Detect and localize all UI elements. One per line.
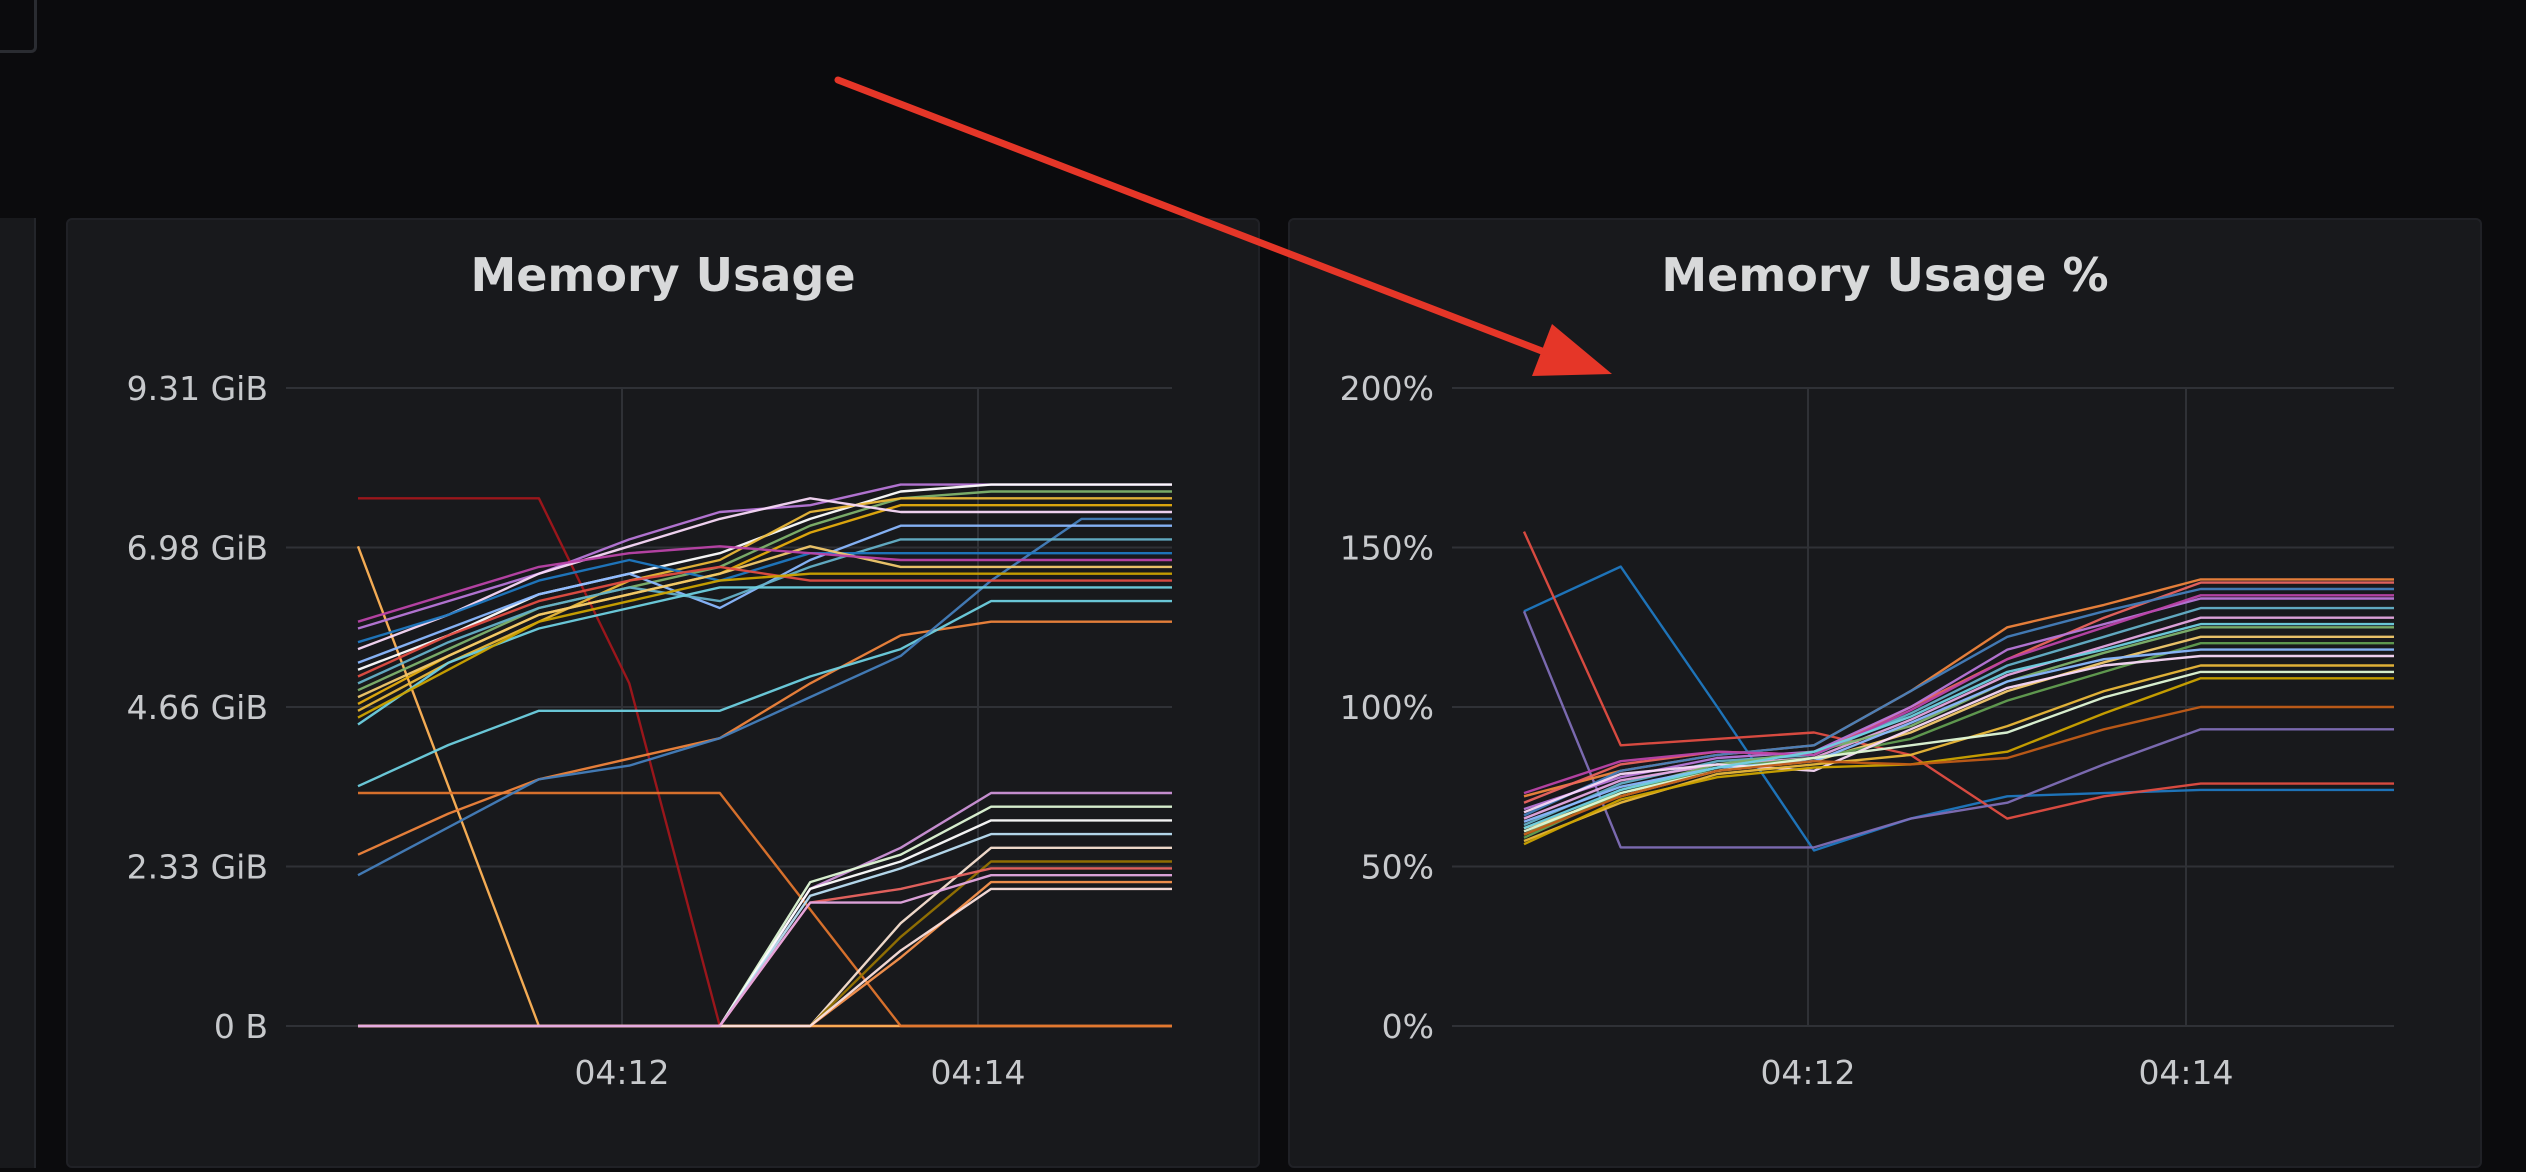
series-line[interactable] bbox=[357, 517, 1172, 877]
series-line[interactable] bbox=[357, 620, 1172, 856]
series-line[interactable] bbox=[1523, 648, 2394, 823]
series-line[interactable] bbox=[1523, 664, 2394, 843]
series-line[interactable] bbox=[1523, 578, 2394, 798]
memory-usage-panel[interactable]: Memory Usage 0 B 2.33 GiB 4.66 GiB 6.98 GiB… bbox=[66, 218, 1260, 1168]
series-line[interactable] bbox=[357, 545, 1172, 623]
x-tick-label: 04:12 bbox=[574, 1053, 669, 1092]
series-line[interactable] bbox=[357, 538, 1172, 685]
y-tick-label: 0% bbox=[1382, 1007, 1434, 1046]
panel-title[interactable]: Memory Usage bbox=[470, 248, 856, 302]
series-line[interactable] bbox=[358, 805, 1172, 1028]
y-tick-label: 200% bbox=[1340, 369, 1434, 408]
series-line[interactable] bbox=[357, 497, 1172, 651]
series-line[interactable] bbox=[1523, 654, 2394, 814]
y-tick-label: 4.66 GiB bbox=[127, 688, 268, 727]
series-line[interactable] bbox=[357, 565, 1172, 678]
series-line[interactable] bbox=[1523, 581, 2394, 804]
memory-usage-percent-panel[interactable]: Memory Usage % 0% 50% 100% 150% 200% 04:12 04:… bbox=[1288, 218, 2482, 1168]
series-line[interactable] bbox=[1523, 587, 2394, 817]
series-line[interactable] bbox=[1523, 597, 2394, 811]
y-tick-label: 150% bbox=[1340, 529, 1434, 568]
series-line[interactable] bbox=[358, 791, 1172, 1028]
y-tick-label: 50% bbox=[1361, 848, 1434, 887]
series-line[interactable] bbox=[1522, 531, 2394, 820]
series-line[interactable] bbox=[1523, 677, 2394, 846]
top-left-panel-edge bbox=[0, 0, 37, 53]
series-line[interactable] bbox=[357, 490, 1172, 692]
series-line[interactable] bbox=[357, 572, 1172, 719]
series-line[interactable] bbox=[358, 791, 1172, 1028]
x-tick-label: 04:14 bbox=[930, 1053, 1025, 1092]
series-line[interactable] bbox=[1523, 642, 2394, 839]
series-line[interactable] bbox=[358, 860, 1172, 1028]
panel-title[interactable]: Memory Usage % bbox=[1661, 248, 2109, 302]
series-line[interactable] bbox=[358, 832, 1172, 1028]
series-line[interactable] bbox=[357, 586, 1172, 726]
series-line[interactable] bbox=[1522, 610, 2394, 849]
series-line[interactable] bbox=[358, 867, 1172, 1028]
x-tick-label: 04:14 bbox=[2138, 1053, 2233, 1092]
y-tick-label: 9.31 GiB bbox=[127, 369, 268, 408]
x-tick-label: 04:12 bbox=[1760, 1053, 1855, 1092]
series-line[interactable] bbox=[358, 874, 1172, 1028]
series-line[interactable] bbox=[1523, 622, 2394, 830]
left-panel-edge bbox=[0, 218, 36, 1168]
series-line[interactable] bbox=[357, 545, 1172, 699]
y-tick-label: 2.33 GiB bbox=[127, 848, 268, 887]
series-line[interactable] bbox=[357, 599, 1172, 788]
memory-usage-chart[interactable]: 0 B 2.33 GiB 4.66 GiB 6.98 GiB 9.31 GiB 04:12… bbox=[68, 220, 1258, 1166]
series-line[interactable] bbox=[1523, 616, 2394, 820]
y-tick-label: 0 B bbox=[214, 1007, 268, 1046]
y-tick-label: 100% bbox=[1340, 688, 1434, 727]
series-line[interactable] bbox=[1523, 670, 2394, 833]
series-line[interactable] bbox=[1523, 705, 2394, 836]
series-line[interactable] bbox=[1523, 594, 2394, 795]
series-line[interactable] bbox=[357, 497, 1172, 712]
y-tick-label: 6.98 GiB bbox=[127, 529, 268, 568]
series-line[interactable] bbox=[357, 552, 1172, 644]
series-line[interactable] bbox=[1523, 565, 2394, 852]
memory-usage-percent-chart[interactable]: 0% 50% 100% 150% 200% 04:12 04:14 bbox=[1290, 220, 2480, 1166]
